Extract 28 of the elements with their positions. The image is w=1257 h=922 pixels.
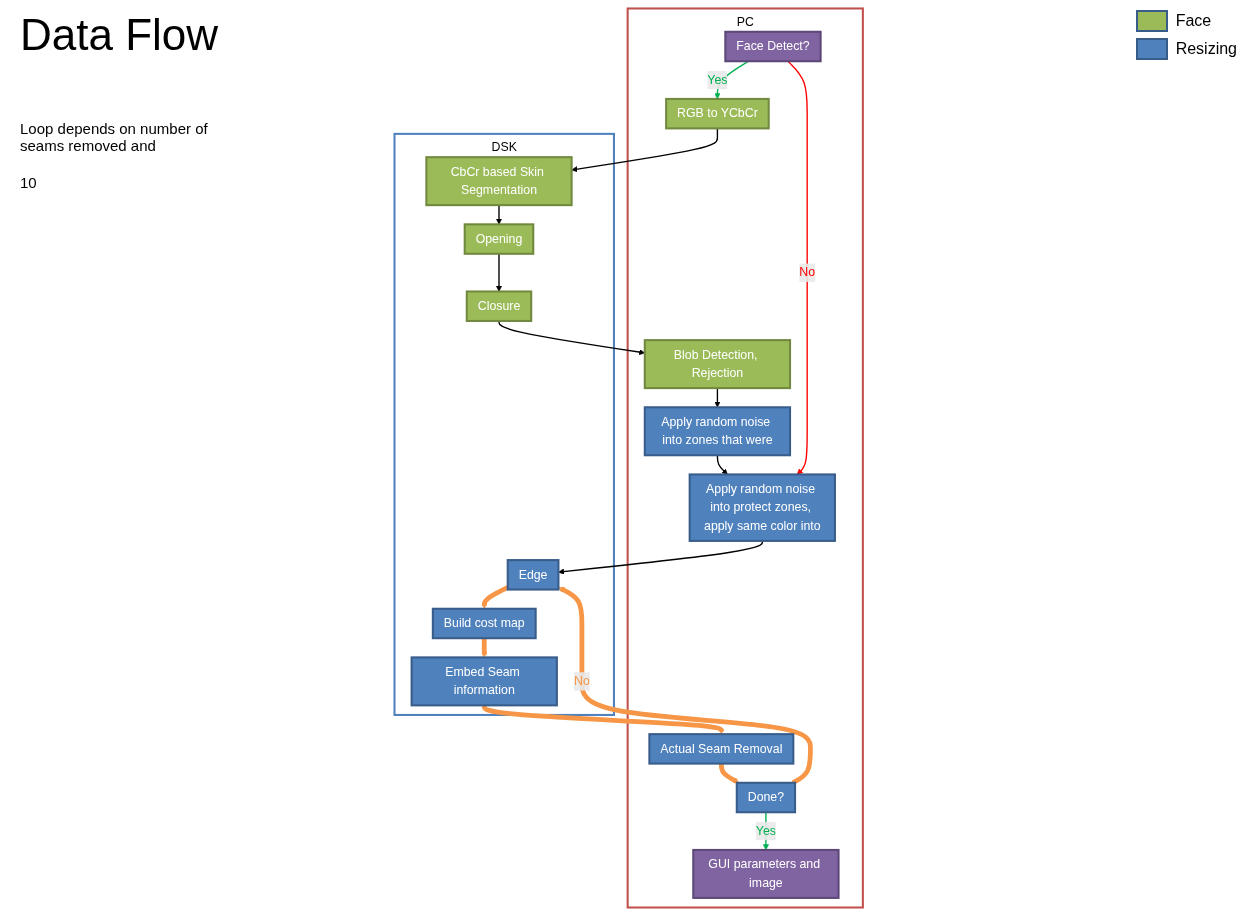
node-box: CbCr based Skin Segmentation — [425, 155, 573, 206]
arrow — [481, 704, 725, 734]
node-box: Blob Detection, Rejection — [643, 338, 791, 389]
title: Data Flow — [20, 10, 219, 60]
node-box: Apply random noise into zones that were — [643, 405, 791, 456]
node-box: Embed Seam information — [410, 655, 558, 706]
node-box: GUI parameters and image — [692, 848, 840, 899]
node-box: RGB to YCbCr — [664, 97, 770, 129]
node-box: Build cost map — [431, 607, 537, 639]
arrow — [571, 127, 718, 172]
edge-label: No — [799, 264, 815, 279]
arrow — [558, 586, 813, 785]
edge-label: No — [573, 673, 590, 688]
node-box: Opening — [463, 222, 535, 255]
arrow — [762, 811, 769, 850]
note-text: Loop depends on number of seams removed and — [20, 120, 209, 154]
note-text: 10 — [20, 174, 38, 191]
edge-label: Yes — [755, 823, 776, 838]
legend-label: Resizing — [1175, 40, 1237, 58]
node-box: Done? — [735, 781, 796, 813]
node-box: Face Detect? — [724, 30, 822, 62]
node-box: Actual Seam Removal — [648, 732, 795, 765]
node-box: Apply random noise into protect zones, apply same color into — [688, 472, 836, 542]
legend-label: Face — [1175, 12, 1212, 30]
node-box: Closure — [465, 289, 533, 322]
arrow — [481, 584, 509, 609]
node-box: Edge — [506, 558, 560, 591]
edge-label: Yes — [707, 72, 728, 87]
